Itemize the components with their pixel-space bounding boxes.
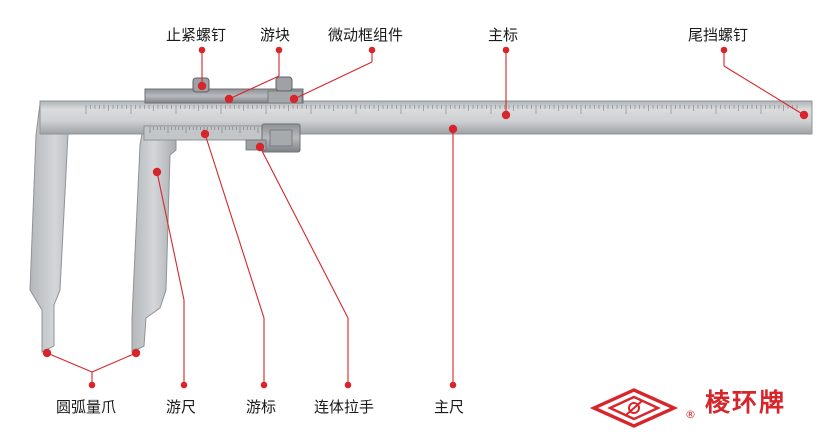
dot-arc-jaw-left: [42, 348, 52, 358]
label-vernier-jaw: 游尺: [166, 398, 197, 416]
vernier-jaw: [131, 133, 177, 353]
dot-fine-adjust: [289, 94, 299, 104]
dot-main-beam: [448, 124, 458, 134]
label-main-scale: 主标: [488, 26, 519, 44]
dot-end-screw-top: [720, 46, 728, 54]
registered-mark: ®: [685, 408, 696, 421]
fine-adjust-frame: [144, 88, 304, 104]
main-scale-ticks: [85, 105, 798, 114]
dot-handle: [255, 142, 265, 152]
dot-main-scale: [501, 110, 511, 120]
dot-vernier-jaw-bottom: [180, 381, 188, 389]
dot-stop-screw-top: [198, 46, 206, 54]
label-end-screw: 尾挡螺钉: [688, 26, 749, 44]
dot-fine-adjust-top: [368, 46, 376, 54]
fine-adjust-knob: [275, 76, 293, 92]
brand-logo: ®: [590, 388, 696, 428]
dot-slider-top: [275, 46, 283, 54]
dot-slider: [224, 94, 234, 104]
label-main-beam: 主尺: [434, 398, 465, 416]
brand-name: 棱环牌: [705, 388, 787, 417]
label-fine-adjust: 微动框组件: [328, 26, 404, 44]
label-arc-jaw: 圆弧量爪: [56, 398, 117, 416]
dot-arc-jaw-right: [131, 348, 141, 358]
dot-end-screw: [799, 110, 809, 120]
dot-vernier-scale: [200, 129, 210, 139]
fixed-jaw: [29, 103, 81, 353]
label-stop-screw: 止紧螺钉: [166, 26, 227, 44]
dot-vernier-scale-bottom: [260, 381, 268, 389]
dot-main-beam-bottom: [449, 381, 457, 389]
dot-vernier-jaw: [152, 167, 162, 177]
dot-arc-jaw-bottom: [88, 381, 96, 389]
dot-handle-bottom: [344, 381, 352, 389]
leader-lines: [46, 50, 805, 385]
label-slider-block: 游块: [260, 26, 291, 44]
dot-main-scale-top: [502, 46, 510, 54]
marker-dots: [42, 46, 809, 389]
dot-stop-screw: [197, 81, 207, 91]
label-connecting-handle: 连体拉手: [314, 398, 375, 416]
label-vernier-scale: 游标: [246, 398, 277, 416]
